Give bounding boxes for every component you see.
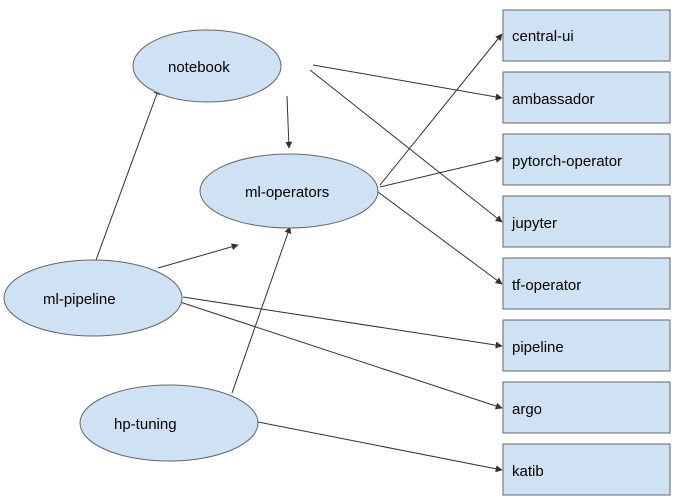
- node-tf-operator-shape: [502, 257, 671, 310]
- edge-notebook-to-ambassador: [312, 64, 503, 101]
- edge-ml-pipeline-to-pipeline: [182, 296, 503, 349]
- node-pipeline: pipeline: [502, 319, 671, 372]
- node-hp-tuning-shape: [79, 384, 259, 462]
- node-pipeline-shape: [502, 319, 671, 372]
- node-ml-pipeline-label: ml-pipeline: [43, 291, 116, 308]
- node-ml-pipeline-shape: [3, 259, 183, 337]
- node-notebook: notebook: [132, 29, 282, 103]
- edge-ml-pipeline-to-notebook: [95, 87, 161, 261]
- node-argo-shape: [502, 381, 671, 434]
- node-jupyter-shape: [502, 195, 671, 248]
- node-katib-label: katib: [512, 463, 544, 480]
- node-notebook-label: notebook: [168, 59, 230, 76]
- node-ambassador: ambassador: [502, 71, 671, 124]
- node-pytorch-operator: pytorch-operator: [502, 133, 671, 186]
- node-argo-label: argo: [512, 401, 542, 418]
- node-ml-operators-shape: [199, 153, 379, 229]
- edge-hp-tuning-to-katib: [257, 421, 503, 473]
- node-pytorch-operator-label: pytorch-operator: [512, 153, 622, 170]
- node-ambassador-shape: [502, 71, 671, 124]
- edge-ml-operators-to-pytorch-operator: [379, 156, 503, 188]
- edge-notebook-to-ml-operators: [285, 95, 293, 149]
- node-pipeline-label: pipeline: [512, 339, 564, 356]
- edge-notebook-to-jupyter: [309, 69, 503, 223]
- node-tf-operator: tf-operator: [502, 257, 671, 310]
- node-tf-operator-label: tf-operator: [512, 277, 581, 294]
- node-katib-shape: [502, 443, 671, 496]
- node-notebook-shape: [132, 29, 282, 103]
- node-hp-tuning-label: hp-tuning: [114, 416, 177, 433]
- edge-ml-operators-to-tf-operator: [377, 191, 503, 285]
- edge-hp-tuning-to-ml-operators: [231, 226, 292, 394]
- node-argo: argo: [502, 381, 671, 434]
- node-pytorch-operator-shape: [502, 133, 671, 186]
- node-ml-operators: ml-operators: [199, 153, 379, 229]
- node-central-ui: central-ui: [502, 9, 671, 62]
- node-central-ui-label: central-ui: [512, 28, 574, 45]
- node-katib: katib: [502, 443, 671, 496]
- edge-ml-pipeline-to-ml-operators: [157, 243, 239, 269]
- edge-ml-pipeline-to-argo: [179, 301, 503, 410]
- node-hp-tuning: hp-tuning: [79, 384, 259, 462]
- node-ml-pipeline: ml-pipeline: [3, 259, 183, 337]
- edge-ml-operators-to-central-ui: [379, 33, 503, 186]
- node-jupyter: jupyter: [502, 195, 671, 248]
- node-jupyter-label: jupyter: [511, 215, 557, 232]
- node-ambassador-label: ambassador: [512, 91, 595, 108]
- node-central-ui-shape: [502, 9, 671, 62]
- edges: [95, 33, 503, 473]
- node-ml-operators-label: ml-operators: [245, 184, 329, 201]
